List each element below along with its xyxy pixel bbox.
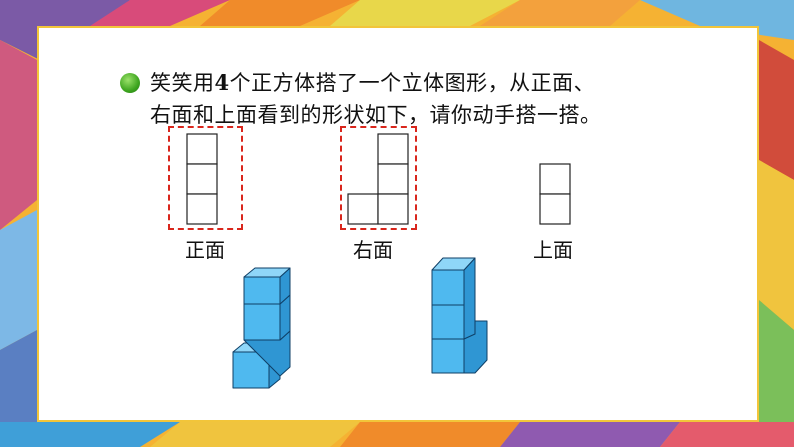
right-view-label: 右面 [353, 238, 393, 262]
question-line-2: 右面和上面看到的形状如下，请你动手搭一搭。 [150, 103, 602, 127]
front-view-grid [186, 133, 218, 225]
front-view-label: 正面 [185, 238, 225, 262]
top-view-label: 上面 [533, 238, 573, 262]
front-view-dashed-box [168, 126, 243, 230]
right-view-grid [347, 133, 409, 225]
cube-model-left [232, 267, 291, 389]
question-line-1: 笑笑用4个正方体搭了一个立体图形，从正面、 [150, 70, 596, 95]
cube-count: 4 [214, 70, 230, 95]
top-view-grid [539, 163, 571, 225]
cube-model-right [431, 257, 488, 374]
bullet-icon [120, 73, 140, 93]
right-view-dashed-box [340, 126, 417, 230]
